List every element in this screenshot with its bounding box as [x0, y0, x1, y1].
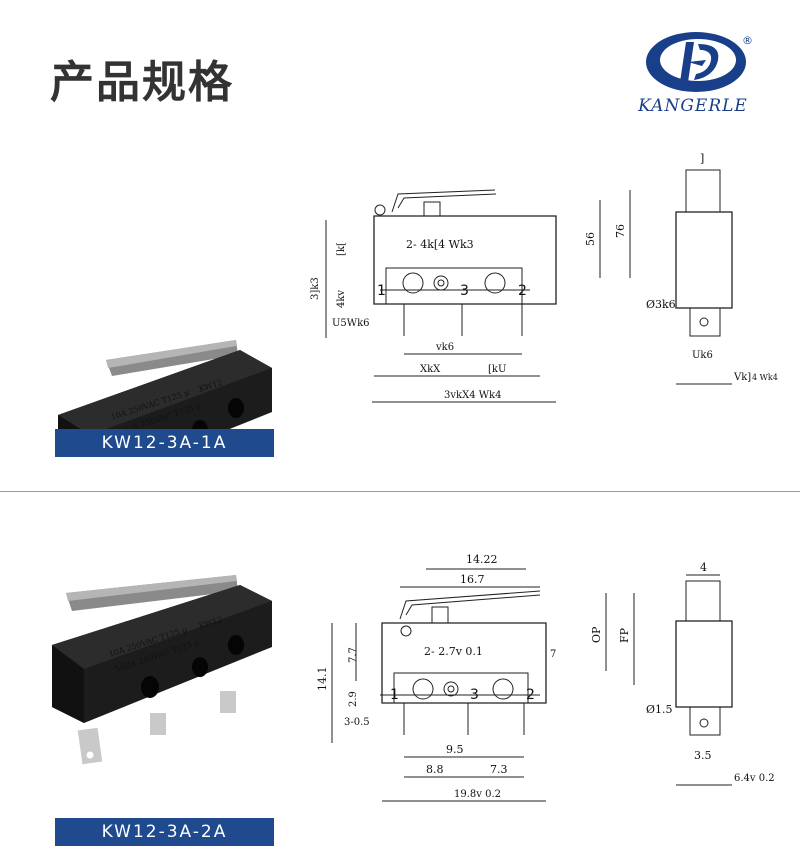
- left-height-label: 3]k3: [310, 277, 321, 300]
- upper-left-label: [k[: [336, 242, 347, 256]
- mid-dim-label: vk6: [435, 342, 454, 353]
- side-drawing: 4 Ø1.5 3.5 6.4v 0.2: [646, 561, 775, 786]
- lower-left-label: 4kv: [336, 290, 347, 308]
- right-small-label: 7: [550, 649, 556, 660]
- switch-photo: KW12 10A 250VAC T125 μ 5(2)A 250VAC T125…: [52, 575, 272, 765]
- pin-3-label: 3: [470, 687, 479, 703]
- bottom-left-dim-label: XkX: [420, 364, 441, 375]
- registered-mark: ®: [742, 34, 753, 47]
- product-section-1: KW12 10A 250VAC T125 μ 5(2)A 250VAC T125…: [58, 152, 778, 430]
- pin-1-label: 1: [377, 283, 386, 299]
- brand-logo: [646, 32, 746, 92]
- upper-left-label: 7.7: [348, 647, 359, 663]
- op-label: OP: [590, 626, 603, 643]
- lever-top-label: 14.22: [466, 553, 498, 566]
- front-drawing: 1 3 2 2- 2.7v 0.1 14.22 16.7 14.1 7.7 2.…: [316, 553, 635, 802]
- fp-label: FP: [618, 627, 631, 643]
- pin-3-label: 3: [460, 283, 469, 299]
- side-hole-label: Ø3k6: [646, 298, 676, 311]
- lower-pin-label: 3-0.5: [344, 717, 370, 728]
- position-label: 2- 4k[4 Wk3: [406, 238, 474, 251]
- page-title: 产品规格: [50, 57, 234, 108]
- model-caption-1: KW12-3A-1A: [55, 429, 274, 457]
- side-top-label: ]: [700, 152, 704, 165]
- section-divider: [0, 491, 800, 492]
- brand-name: KANGERLE: [638, 96, 748, 116]
- pin-2-label: 2: [518, 283, 527, 299]
- product-section-2: KW12 10A 250VAC T125 μ 5(2)A 250VAC T125…: [52, 553, 775, 802]
- bottom-right-dim-label: [kU: [488, 364, 506, 375]
- bottom-right-dim-label: 7.3: [490, 763, 508, 776]
- side-hole-label: Ø1.5: [646, 703, 673, 716]
- overall-width-label: 19.8v 0.2: [454, 789, 501, 800]
- lever-length-label: 16.7: [460, 573, 485, 586]
- overall-width-label: 3vkX4 Wk4: [444, 390, 501, 401]
- side-thickness-label: Vk]: [733, 372, 751, 383]
- pin-1-label: 1: [390, 687, 399, 703]
- mid-dim-label: 9.5: [446, 743, 464, 756]
- lower-pin-label: U5Wk6: [332, 318, 370, 329]
- top-vert-label: 56: [584, 232, 597, 246]
- lower-left-label: 2.9: [348, 691, 359, 707]
- side-bottom-label: Uk6: [692, 350, 713, 361]
- front-drawing: 1 3 2 2- 4k[4 Wk3 3]k3 [k[ 4kv U5Wk6 56 …: [310, 189, 631, 403]
- pin-2-label: 2: [526, 687, 535, 703]
- side-thickness-label: 6.4v 0.2: [734, 773, 775, 784]
- side-thickness-tol: 4 Wk4: [752, 373, 778, 382]
- model-caption-2: KW12-3A-2A: [55, 818, 274, 846]
- bottom-left-dim-label: 8.8: [426, 763, 444, 776]
- side-bottom-label: 3.5: [694, 749, 712, 762]
- side-top-label: 4: [700, 561, 707, 574]
- position-label: 2- 2.7v 0.1: [424, 645, 483, 658]
- side-drawing: ] Ø3k6 Uk6 Vk] 4 Wk4: [646, 152, 778, 385]
- switch-photo: KW12 10A 250VAC T125 μ 5(2)A 250VAC T125…: [58, 340, 272, 430]
- overall-vert-label: 76: [614, 224, 627, 238]
- left-height-label: 14.1: [316, 667, 329, 692]
